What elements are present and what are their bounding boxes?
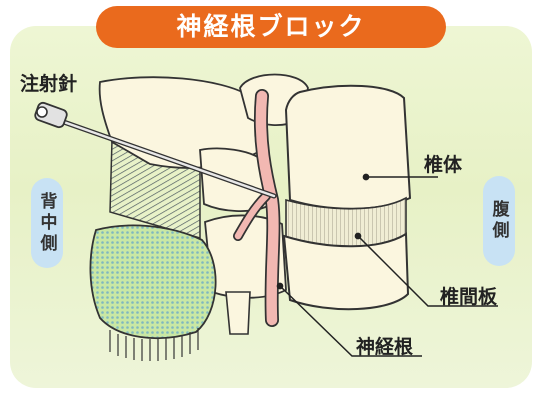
label-nerve-root: 神経根: [356, 332, 413, 359]
lower-vertebral-body: [284, 234, 408, 309]
label-needle: 注射針: [20, 69, 77, 96]
spinous-tail: [226, 292, 250, 334]
back-side-label: 背中側: [31, 178, 63, 268]
label-vertebral-body: 椎体: [424, 150, 462, 177]
label-disc: 椎間板: [440, 282, 497, 309]
belly-side-label: 腹側: [483, 176, 515, 266]
upper-vertebral-body: [286, 86, 410, 209]
lower-posterior-mass: [90, 225, 215, 338]
